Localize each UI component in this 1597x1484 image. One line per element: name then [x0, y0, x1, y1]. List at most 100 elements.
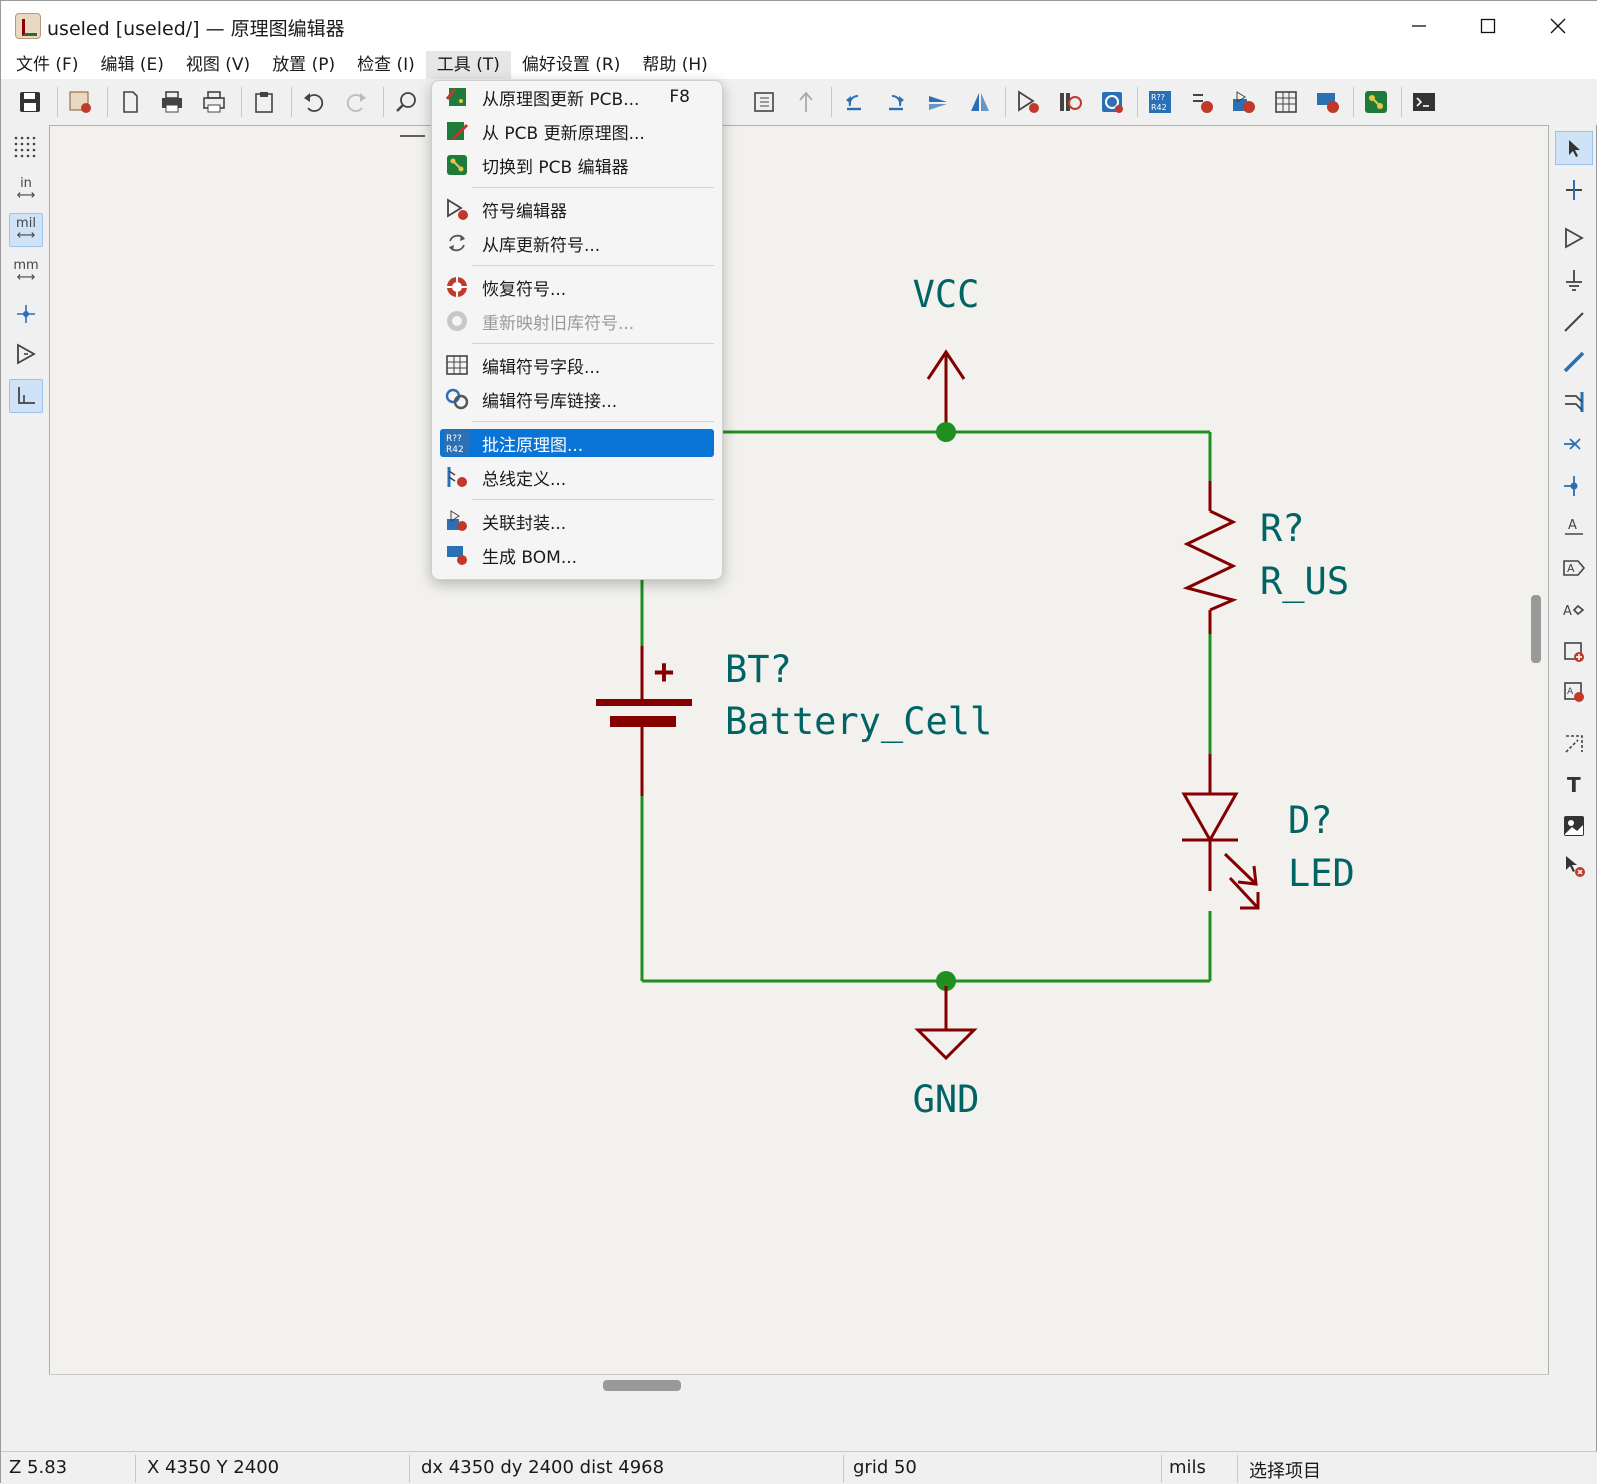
- add-junction-icon[interactable]: [1555, 469, 1593, 503]
- grid-toggle-icon[interactable]: [9, 131, 43, 165]
- schematic-drawing: VCC R? R_US D? LED: [400, 135, 1355, 1121]
- menu-switch-pcb-editor[interactable]: 切换到 PCB 编辑器: [440, 151, 714, 179]
- highlight-net-icon[interactable]: [1555, 173, 1593, 207]
- pcb-editor-icon[interactable]: [1361, 87, 1391, 117]
- gnd-label[interactable]: GND: [913, 1078, 980, 1121]
- rotate-ccw-icon[interactable]: [839, 87, 869, 117]
- horizontal-scrollbar[interactable]: [49, 1374, 1549, 1396]
- add-hierarchical-label-icon[interactable]: A: [1555, 593, 1593, 627]
- add-power-icon[interactable]: [1555, 263, 1593, 297]
- resistor-reference[interactable]: R?: [1260, 507, 1305, 550]
- junction-top: [936, 422, 956, 442]
- menu-place[interactable]: 放置 (P): [272, 55, 336, 75]
- import-sheet-pin-icon[interactable]: A: [1555, 675, 1593, 709]
- menu-bus-definitions[interactable]: 总线定义...: [440, 463, 714, 491]
- add-bus-icon[interactable]: [1555, 345, 1593, 379]
- add-image-icon[interactable]: [1555, 809, 1593, 843]
- battery-reference[interactable]: BT?: [725, 648, 792, 691]
- menu-update-schematic[interactable]: 从 PCB 更新原理图...: [440, 117, 714, 145]
- svg-text:T: T: [1567, 773, 1581, 796]
- undo-icon[interactable]: [299, 87, 329, 117]
- resistor-value[interactable]: R_US: [1260, 560, 1349, 604]
- battery-value[interactable]: Battery_Cell: [725, 700, 992, 744]
- menu-help[interactable]: 帮助 (H): [642, 55, 708, 75]
- horizontal-scrollbar-thumb[interactable]: [603, 1380, 681, 1391]
- menu-symbol-editor[interactable]: 符号编辑器: [440, 195, 714, 223]
- menu-update-pcb[interactable]: 从原理图更新 PCB... F8: [440, 83, 714, 111]
- add-sheet-icon[interactable]: [1555, 635, 1593, 669]
- bus-entry-icon[interactable]: [1555, 385, 1593, 419]
- maximize-button[interactable]: [1453, 1, 1523, 51]
- add-label-icon[interactable]: A: [1555, 509, 1593, 543]
- menu-view[interactable]: 视图 (V): [185, 55, 251, 75]
- junction-bottom: [936, 971, 956, 991]
- menu-preferences[interactable]: 偏好设置 (R): [521, 55, 621, 75]
- erc-icon[interactable]: [1187, 87, 1217, 117]
- menu-update-symbols-from-library[interactable]: 从库更新符号...: [440, 229, 714, 257]
- menu-edit-symbol-fields[interactable]: 编辑符号字段...: [440, 351, 714, 379]
- menu-edit-symbol-library-links[interactable]: 编辑符号库链接...: [440, 385, 714, 413]
- window-title: useled [useled/] — 原理图编辑器: [47, 18, 345, 40]
- vertical-scrollbar-thumb[interactable]: [1531, 595, 1541, 663]
- assign-footprints-icon[interactable]: [1229, 87, 1259, 117]
- schematic-setup-icon[interactable]: [65, 87, 95, 117]
- schematic-canvas[interactable]: VCC R? R_US D? LED: [49, 125, 1549, 1377]
- delete-tool-icon[interactable]: [1555, 849, 1593, 883]
- add-symbol-icon[interactable]: [1555, 221, 1593, 255]
- ruler-icon: ⟷: [16, 270, 36, 285]
- page-settings-icon[interactable]: [115, 87, 145, 117]
- menu-rescue-symbols[interactable]: 恢复符号...: [440, 273, 714, 301]
- minimize-button[interactable]: [1384, 1, 1454, 51]
- mirror-vertical-icon[interactable]: [923, 87, 953, 117]
- find-icon[interactable]: [391, 87, 421, 117]
- mirror-horizontal-icon[interactable]: [965, 87, 995, 117]
- resistor-symbol[interactable]: [1182, 481, 1238, 634]
- menu-assign-footprints[interactable]: 关联封装...: [440, 507, 714, 535]
- add-global-label-icon[interactable]: A: [1555, 551, 1593, 585]
- save-icon[interactable]: [15, 87, 45, 117]
- rotate-cw-icon[interactable]: [881, 87, 911, 117]
- battery-symbol[interactable]: [596, 646, 692, 796]
- svg-text:A: A: [1567, 562, 1575, 575]
- menu-inspect[interactable]: 检查 (I): [357, 55, 415, 75]
- select-arrow-icon[interactable]: [1555, 131, 1593, 165]
- update-pcb-icon: [444, 84, 470, 110]
- scripting-console-icon[interactable]: [1409, 87, 1439, 117]
- add-graphic-line-icon[interactable]: [1555, 727, 1593, 761]
- gnd-symbol[interactable]: [914, 986, 978, 1061]
- menu-separator: [472, 265, 714, 266]
- symbol-browser-icon[interactable]: [1055, 87, 1085, 117]
- menu-separator: [472, 421, 714, 422]
- print-icon[interactable]: [157, 87, 187, 117]
- menu-tools[interactable]: 工具 (T): [425, 51, 511, 79]
- symbol-editor-icon[interactable]: [1013, 87, 1043, 117]
- menu-generate-bom[interactable]: 生成 BOM...: [440, 541, 714, 569]
- vcc-label[interactable]: VCC: [913, 273, 980, 316]
- plot-icon[interactable]: [199, 87, 229, 117]
- unit-mil-button[interactable]: mil⟷: [9, 213, 43, 247]
- led-value[interactable]: LED: [1288, 852, 1355, 895]
- menu-file[interactable]: 文件 (F): [16, 55, 79, 75]
- no-connect-icon[interactable]: [1555, 427, 1593, 461]
- hidden-pins-icon[interactable]: [9, 337, 43, 371]
- symbol-fields-table-icon[interactable]: [1271, 87, 1301, 117]
- cursor-style-icon[interactable]: [9, 297, 43, 331]
- close-button[interactable]: [1523, 1, 1593, 51]
- update-symbols-icon[interactable]: [1097, 87, 1127, 117]
- unit-mm-button[interactable]: mm⟷: [13, 258, 39, 285]
- annotate-icon[interactable]: R??R42: [1145, 87, 1175, 117]
- pcb-editor-icon: [444, 152, 470, 178]
- add-wire-icon[interactable]: [1555, 305, 1593, 339]
- led-reference[interactable]: D?: [1288, 799, 1333, 842]
- bom-icon[interactable]: [1313, 87, 1343, 117]
- unit-inch-button[interactable]: in⟷: [16, 176, 36, 203]
- leave-sheet-icon: [791, 87, 821, 117]
- led-symbol[interactable]: [1181, 754, 1260, 910]
- svg-text:A: A: [1568, 518, 1577, 533]
- menu-annotate-schematic[interactable]: R??R42 批注原理图...: [440, 429, 714, 457]
- line-mode-icon[interactable]: [9, 379, 43, 413]
- paste-icon[interactable]: [249, 87, 279, 117]
- menu-edit[interactable]: 编辑 (E): [100, 55, 164, 75]
- add-text-icon[interactable]: T: [1555, 767, 1593, 801]
- hierarchy-navigator-icon[interactable]: [749, 87, 779, 117]
